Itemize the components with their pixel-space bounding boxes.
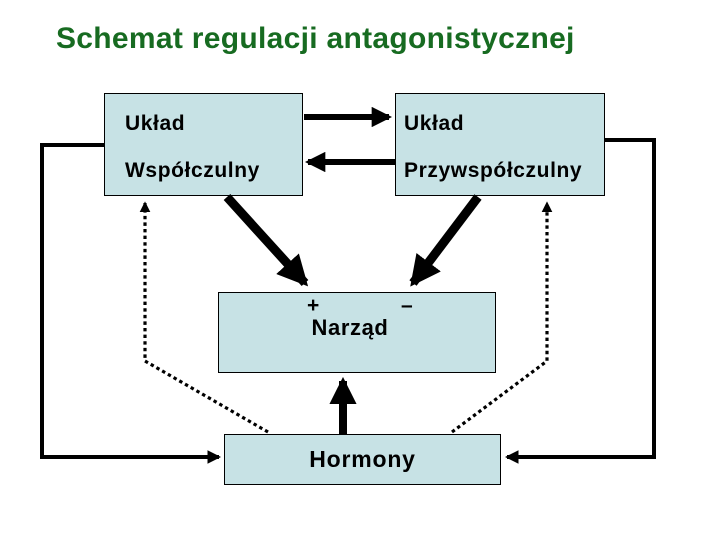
box-hormones: Hormony [224,434,501,485]
hormones-label: Hormony [309,446,416,472]
organ-label: Narząd [311,315,389,340]
arrow-sympathetic-to-organ [223,193,309,287]
sympathetic-label-line1: Układ [125,112,186,135]
sympathetic-label-line2: Współczulny [125,159,260,182]
parasympathetic-label-line1: Układ [404,112,465,135]
arrow-parasympathetic-to-organ [409,194,482,287]
box-parasympathetic: Układ Przywspółczulny [395,93,605,196]
box-sympathetic: Układ Współczulny [104,93,303,196]
minus-sign: – [401,294,413,317]
plus-sign: + [307,294,320,317]
box-organ: + – Narząd [218,292,496,373]
page-title: Schemat regulacji antagonistycznej [56,22,575,55]
parasympathetic-label-line2: Przywspółczulny [404,159,583,182]
